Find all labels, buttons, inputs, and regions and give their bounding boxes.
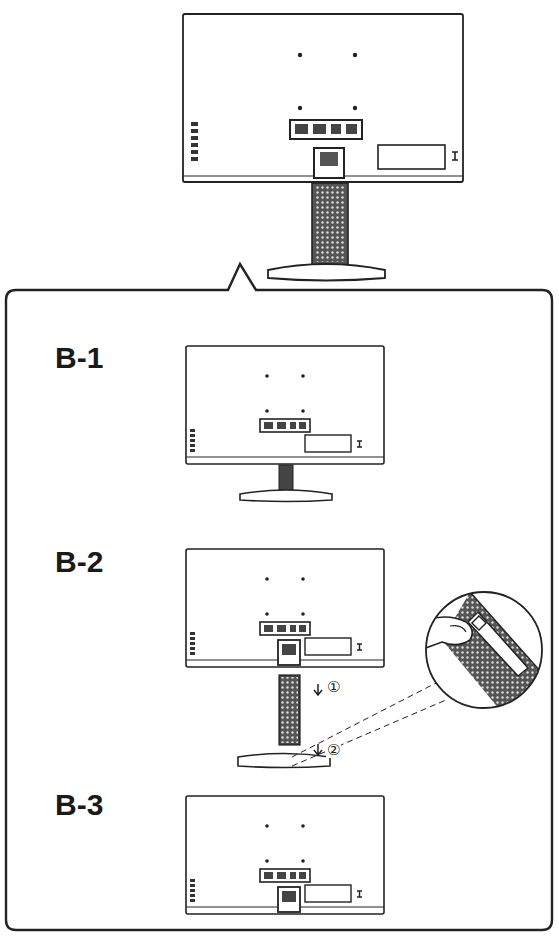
step-b3-figure xyxy=(186,796,384,914)
callout-number: ① xyxy=(326,680,341,695)
step-label: B-1 xyxy=(55,343,103,373)
step-label: B-2 xyxy=(55,547,103,577)
step-label: B-3 xyxy=(55,790,103,820)
callout-frame xyxy=(6,264,552,930)
step-b2-figure xyxy=(186,549,550,768)
step-b1-figure xyxy=(186,346,384,502)
callout-number: ② xyxy=(326,743,341,758)
monitor-top xyxy=(183,14,463,281)
